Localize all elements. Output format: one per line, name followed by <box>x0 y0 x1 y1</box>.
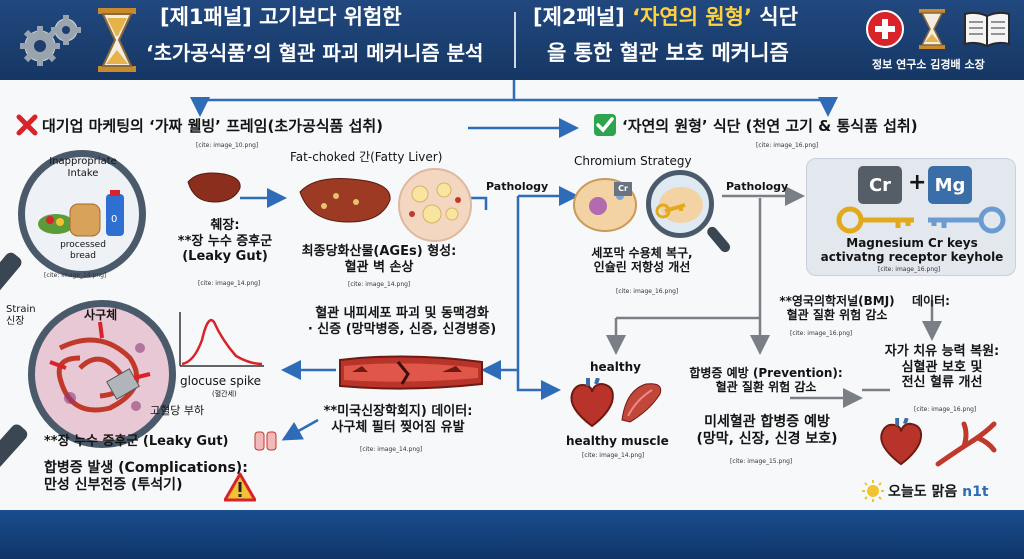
right-section-cite: [cite: image_16.png] <box>756 142 819 149</box>
cell-repair-cite: [cite: image_16.png] <box>616 288 679 295</box>
healthy-cite: [cite: image_14.png] <box>582 452 645 459</box>
microvascular-cite: [cite: image_15.png] <box>730 458 793 465</box>
check-mark-icon <box>594 114 616 136</box>
pancreas-cite: [cite: image_14.png] <box>198 280 261 287</box>
svg-text:0: 0 <box>111 214 117 225</box>
liver-icon <box>184 168 244 208</box>
brand-logo: 오늘도 맑음 n1t <box>888 481 989 501</box>
hourglass-icon <box>918 8 946 50</box>
ages-text: 최종당화산물(AGEs) 형성: 혈관 벽 손상 <box>301 244 457 275</box>
fatty-liver-icon <box>296 172 396 228</box>
mg-badge: Mg <box>928 166 972 204</box>
plus-sign: + <box>908 170 927 195</box>
content-area <box>0 80 1024 510</box>
glucose-spike-graph <box>176 310 266 370</box>
hourglass-icon <box>96 6 138 74</box>
data-label: 데이터: <box>912 294 950 308</box>
brand-mark: n1t <box>962 484 989 500</box>
vessel-damage-text: 혈관 내피세포 파괴 및 동맥경화 · 신증 (망막병증, 신증, 신경병증) <box>307 306 497 337</box>
right-title-line2: 을 통한 혈관 보호 메커니즘 <box>547 41 789 65</box>
warning-icon <box>224 472 256 502</box>
damaged-vessel-icon <box>338 352 484 392</box>
healthy-label: healthy <box>590 360 641 374</box>
heart-icon <box>566 378 618 430</box>
intestine-icon <box>254 430 278 452</box>
header-divider <box>514 12 516 68</box>
glucose-spike-sub: (혈간세) <box>212 390 237 398</box>
right-title-tail: 식단 <box>751 5 798 29</box>
chromium-title: Chromium Strategy <box>574 154 692 168</box>
recovery-cite: [cite: image_16.png] <box>914 406 977 413</box>
bmj-text: **영국의학저널(BMJ) 혈관 질환 위험 감소 <box>779 294 895 323</box>
cr-cell-badge: Cr <box>614 182 632 196</box>
ages-cite: [cite: image_14.png] <box>348 281 411 288</box>
keys-text: Magnesium Cr keys activatng receptor key… <box>820 236 1004 265</box>
lens1-cite: [cite: image_14.png] <box>44 272 107 279</box>
cell-repair-text: 세포막 수용체 복구, 인슐린 저항성 개선 <box>591 246 693 275</box>
left-section-title: 대기업 마케팅의 ‘가짜 웰빙’ 프레임(초가공식품 섭취) <box>42 117 384 135</box>
fatty-liver-title: Fat-choked 간(Fatty Liver) <box>290 150 443 164</box>
author-credit: 정보 연구소 김경배 소장 <box>872 58 985 71</box>
fat-cells-circle <box>398 168 472 242</box>
book-icon <box>962 10 1012 48</box>
medical-cross-icon <box>866 10 904 48</box>
pathology-label-right: Pathology <box>726 180 789 193</box>
heart-icon <box>876 418 926 468</box>
footer-bar <box>0 510 1024 559</box>
kidney-label: 사구체 <box>84 308 118 322</box>
right-title-line1: [제2패널] ‘자연의 원형’ 식단 <box>533 4 798 31</box>
pathology-label-left: Pathology <box>486 180 549 193</box>
sun-icon <box>862 480 884 502</box>
left-section-cite: [cite: image_10.png] <box>196 142 259 149</box>
nephrology-text: **미국신장학회지) 데이터: 사구체 필터 찢어짐 유발 <box>323 404 473 435</box>
lens1-bottom-label: processed bread <box>60 240 106 261</box>
blood-vessel-icon <box>934 420 998 468</box>
left-title-line2: ‘초가공식품’의 혈관 파괴 메커니즘 분석 <box>146 41 484 65</box>
header-bar <box>0 0 1024 80</box>
prevention-text: 합병증 예방 (Prevention): 혈관 질환 위험 감소 <box>689 366 843 395</box>
brand-text: 오늘도 맑음 <box>888 484 963 500</box>
right-title-highlight: ‘자연의 원형’ <box>632 5 752 29</box>
glomerulus-icon <box>40 318 164 428</box>
nephrology-cite: [cite: image_14.png] <box>360 446 423 453</box>
cr-badge: Cr <box>858 166 902 204</box>
left-title-line1: [제1패널] 고기보다 위험한 <box>160 5 402 29</box>
cross-mark-icon <box>16 114 38 136</box>
pancreas-leaky-text: 췌장: **장 누수 증후군 (Leaky Gut) <box>177 218 273 265</box>
right-section-title: ‘자연의 원형’ 식단 (천연 고기 & 통식품 섭취) <box>622 117 918 135</box>
glucose-spike-label: glocuse spike <box>180 374 262 388</box>
bmj-cite: [cite: image_16.png] <box>790 330 853 337</box>
muscle-icon <box>616 380 666 424</box>
leaky-gut-label: **장 누수 증후군 (Leaky Gut) <box>44 434 229 449</box>
strain-label: Strain 신장 <box>6 304 36 327</box>
microvascular-text: 미세혈관 합병증 예방 (망막, 신장, 신경 보호) <box>696 414 838 447</box>
right-title-panel: [제2패널] <box>533 5 633 29</box>
magnifier-lens-cell <box>646 170 714 238</box>
food-items-icon: 0 <box>36 190 132 240</box>
recovery-text: 자가 치유 능력 복원: 심혈관 보호 및 전신 혈류 개선 <box>884 344 1000 391</box>
keys-icon <box>836 206 1006 234</box>
healthy-muscle-label: healthy muscle <box>566 434 669 448</box>
keys-cite: [cite: image_16.png] <box>878 266 941 273</box>
complication-text: 합병증 발생 (Complications): 만성 신부전증 (투석기) <box>44 460 248 493</box>
pressure-label: 고혈당 부하 <box>150 404 205 417</box>
lens1-label: Inappropriate Intake <box>49 156 117 179</box>
gears-icon <box>16 8 86 72</box>
